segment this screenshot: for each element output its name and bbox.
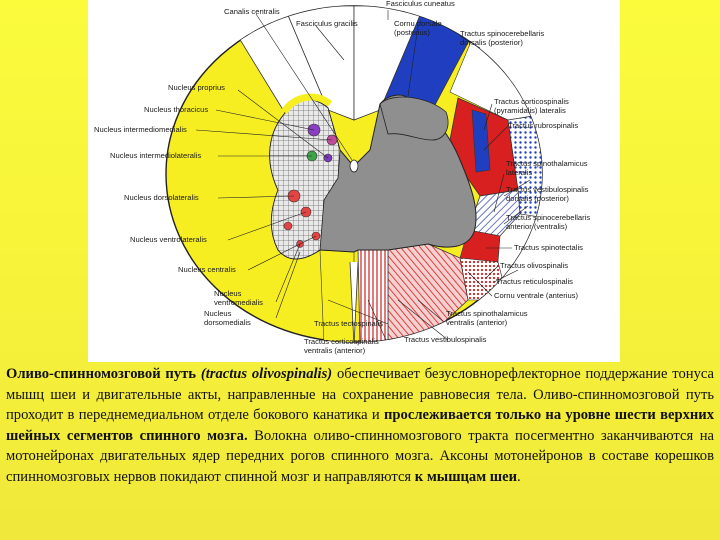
figure-labels: Fasciculus cuneatus Canalis centralis Fa…: [94, 0, 590, 355]
left-gray-matter-nuclei: [269, 99, 341, 260]
leader-lines: [195, 10, 531, 341]
label-tract-spinothalamicus-ventralis: Tractus spinothalamicus: [446, 309, 528, 318]
label-nucleus-intermediomedialis: Nucleus intermediomedialis: [94, 125, 187, 134]
caption-latin-term: (tractus olivospinalis): [200, 366, 333, 382]
spinal-cord-cross-section: Fasciculus cuneatus Canalis centralis Fa…: [94, 0, 590, 355]
canalis-centralis: [349, 159, 359, 173]
caption-end: .: [517, 468, 521, 485]
tract-corticospinalis-anterior: [357, 249, 389, 342]
label-tract-corticospinalis-lateralis: Tractus corticospinalis: [494, 97, 569, 106]
tract-tectospinalis: [319, 249, 355, 342]
caption-text-1: обеспечивает безусловнорефлекторное подд…: [6, 366, 714, 424]
tract-vestibulospinalis-area: [387, 243, 469, 342]
label-tract-spinothalamicus-lateralis: Tractus spinothalamicus: [506, 159, 588, 168]
label-tract-rubrospinalis: Tractus rubrospinalis: [508, 121, 578, 130]
label-canalis-centralis: Canalis centralis: [224, 7, 280, 16]
label-nucleus-thoracicus: Nucleus thoracicus: [144, 105, 208, 114]
caption-text-2: Волокна оливо-спинномозгового тракта пос…: [6, 427, 715, 485]
label-cornu-dorsale: Cornu dorsale: [394, 19, 442, 28]
label-tract-corticospinalis-ventralis-sub: ventralis (anterior): [304, 346, 366, 355]
description-text: Оливо-спинномозговой путь (tractus olivo…: [6, 364, 714, 488]
label-nucleus-intermediolateralis: Nucleus intermediolateralis: [110, 151, 201, 160]
label-tract-spinotectalis: Tractus spinotectalis: [514, 243, 583, 252]
label-nucleus-ventromedialis-sub: ventromedialis: [214, 298, 263, 307]
nuclei-markers: [283, 123, 338, 248]
label-tract-reticulospinalis: Tractus reticulospinalis: [496, 277, 573, 286]
label-nucleus-dorsomedialis-sub: dorsomedialis: [204, 318, 251, 327]
label-tract-spinocerebellaris-dorsalis-sub: dorsalis (posterior): [460, 38, 523, 47]
label-nucleus-proprius: Nucleus proprius: [168, 83, 225, 92]
label-tract-spinocerebellaris-anterior-sub: anterior (ventralis): [506, 222, 568, 231]
label-tract-tectospinalis: Tractus tectospinalis: [314, 319, 383, 328]
label-tract-spinocerebellaris-anterior: Tractus spinocerebellaris: [506, 213, 590, 222]
substantia-gelatinosa: [281, 93, 333, 115]
label-nucleus-centralis: Nucleus centralis: [178, 265, 236, 274]
label-tract-spinothalamicus-ventralis-sub: ventralis (anterior): [446, 318, 508, 327]
label-fasciculus-gracilis: Fasciculus gracilis: [296, 19, 358, 28]
label-tract-vestibulospinalis: Tractus vestibulospinalis: [404, 335, 487, 344]
ventral-median-fissure: [349, 261, 359, 342]
cornu-dorsale-right: [379, 96, 449, 141]
label-fasciculus-cuneatus: Fasciculus cuneatus: [386, 0, 455, 8]
caption-emphasis-1: прослеживается только на уровне шести ве…: [6, 407, 714, 444]
label-cornu-ventrale: Cornu ventrale (anterius): [494, 291, 578, 300]
label-cornu-dorsale-sub: (posterius): [394, 28, 430, 37]
label-tract-spinocerebellaris-dorsalis: Tractus spinocerebellaris: [460, 29, 544, 38]
label-tract-corticospinalis-lateralis-sub: (pyramidalis) lateralis: [494, 106, 566, 115]
caption-emphasis-2: к мышцам шеи: [414, 468, 518, 485]
label-nucleus-dorsolateralis: Nucleus dorsolateralis: [124, 193, 199, 202]
label-nucleus-dorsomedialis: Nucleus: [204, 309, 232, 318]
label-nucleus-ventromedialis: Nucleus: [214, 289, 242, 298]
label-tract-corticospinalis-ventralis: Tractus corticospinalis: [304, 337, 379, 346]
label-tract-spinothalamicus-lateralis-sub: lateralis: [506, 168, 532, 177]
label-tract-olivospinalis: Tractus olivospinalis: [500, 261, 568, 270]
label-tract-vestibulospinalis-dorsalis-sub: dorsalis (posterior): [506, 194, 569, 203]
label-nucleus-ventrolateralis: Nucleus ventrolateralis: [130, 235, 207, 244]
label-tract-vestibulospinalis-dorsalis: Tractus vestibulospinalis: [506, 185, 589, 194]
caption-term: Оливо-спинномозговой путь: [6, 366, 197, 382]
spinal-cord-figure: Fasciculus cuneatus Canalis centralis Fa…: [88, 0, 620, 362]
nucleus-ventrolateralis-marker-2: [283, 221, 293, 231]
